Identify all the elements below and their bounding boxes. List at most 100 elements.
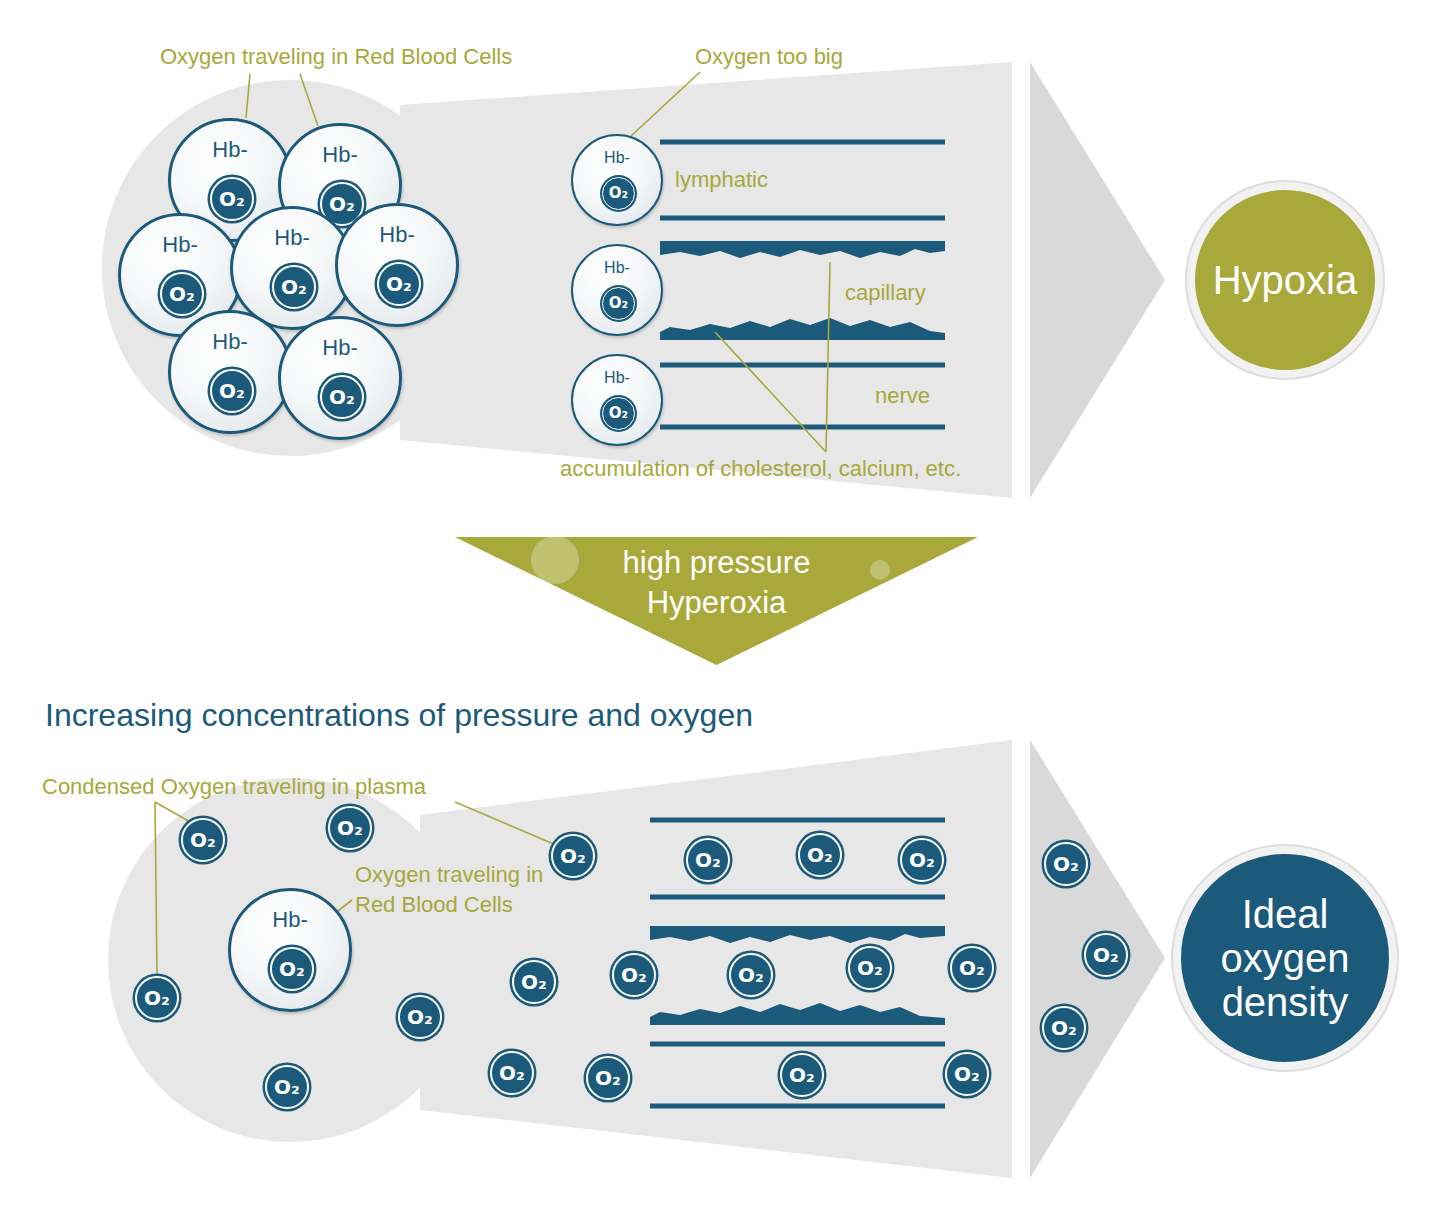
red-blood-cell: Hb-O₂: [335, 203, 459, 327]
lymphatic-wall: [660, 140, 945, 145]
node-text: O₂: [609, 296, 628, 311]
oxygen-molecule: O₂: [135, 976, 179, 1020]
section-heading: Increasing concentrations of pressure an…: [45, 696, 753, 734]
red-blood-cell: Hb-O₂: [278, 316, 402, 440]
node-text: O₂: [1051, 1018, 1077, 1038]
oxygen-molecule: O₂: [320, 375, 364, 419]
oxygen-molecule: O₂: [210, 369, 254, 413]
panel-bulb: [108, 778, 472, 1142]
lymphatic-wall: [660, 216, 945, 221]
node-text: O₂: [386, 274, 412, 294]
node-text: Hb-: [171, 329, 289, 355]
node-text: Hb-: [573, 368, 661, 387]
capillary-deposit: [650, 1003, 945, 1025]
node-text: O₂: [144, 988, 170, 1008]
node-text: O₂: [609, 406, 628, 421]
oxygen-molecule: O₂: [729, 953, 773, 997]
lymphatic-wall: [650, 818, 945, 823]
panel-arrow: [1030, 740, 1165, 1178]
leader-line: [300, 74, 318, 126]
oxygen-molecule: O₂: [602, 177, 635, 210]
oxygen-molecule: O₂: [551, 834, 595, 878]
leader-line: [246, 74, 250, 118]
node-text: O₂: [190, 830, 216, 850]
node-text: O₂: [337, 818, 363, 838]
capillary-deposit: [650, 926, 945, 943]
callout-label: accumulation of cholesterol, calcium, et…: [560, 456, 961, 482]
node-text: Hb-: [281, 142, 399, 168]
node-text: Hypoxia: [1213, 258, 1358, 302]
node-text: high pressure Hyperoxia: [587, 537, 847, 623]
node-text: Hb-: [233, 225, 351, 251]
red-blood-cell: Hb- O₂: [571, 244, 663, 336]
callout-label: Condensed Oxygen traveling in plasma: [42, 774, 426, 800]
callout-label: Oxygen traveling in Red Blood Cells: [160, 44, 512, 70]
callout-label: Oxygen too big: [695, 44, 843, 70]
node-text: O₂: [329, 194, 355, 214]
node-text: O₂: [595, 1068, 621, 1088]
oxygen-molecule: O₂: [900, 838, 944, 882]
callout-label: capillary: [845, 280, 926, 306]
red-blood-cell: Hb- O₂: [168, 310, 292, 434]
leader-line: [630, 72, 700, 137]
red-blood-cell: Hb- O₂: [571, 134, 663, 226]
node-text: O₂: [959, 958, 985, 978]
oxygen-molecule: O₂: [181, 818, 225, 862]
oxygen-molecule: O₂: [512, 960, 556, 1004]
node-text: O₂: [169, 284, 195, 304]
result-circle: Ideal oxygen density: [1173, 846, 1397, 1070]
node-text: O₂: [857, 958, 883, 978]
panel-funnel: [420, 740, 1012, 1178]
node-text: Hb-: [171, 137, 289, 163]
triangle-fill: [455, 537, 978, 665]
nerve-wall: [660, 363, 945, 368]
leader-line: [155, 802, 192, 823]
panel-funnel: [400, 62, 1012, 498]
node-text: O₂: [329, 387, 355, 407]
oxygen-molecule: O₂: [160, 272, 204, 316]
oxygen-molecule: O₂: [602, 287, 635, 320]
oxygen-molecule: O₂: [328, 806, 372, 850]
leader-line: [455, 802, 556, 845]
oxygen-molecule: O₂: [798, 833, 842, 877]
node-text: O₂: [219, 189, 245, 209]
capillary-deposit: [660, 318, 945, 340]
oxygen-molecule: O₂: [848, 946, 892, 990]
oxygen-molecule: O₂: [602, 397, 635, 430]
leader-line: [715, 332, 826, 452]
callout-label: lymphatic: [675, 167, 768, 193]
node-text: Hb-: [573, 258, 661, 277]
oxygen-molecule: O₂: [377, 262, 421, 306]
node-text: O₂: [609, 186, 628, 201]
node-text: Hb-: [231, 907, 349, 933]
callout-label: nerve: [875, 383, 930, 409]
leader-line: [338, 900, 352, 911]
node-text: Hb-: [121, 232, 239, 258]
oxygen-molecule: O₂: [945, 1052, 989, 1096]
node-text: O₂: [1093, 945, 1119, 965]
panel-arrow: [1030, 62, 1165, 498]
node-text: O₂: [954, 1064, 980, 1084]
node-text: O₂: [695, 850, 721, 870]
oxygen-molecule: O₂: [272, 265, 316, 309]
oxygen-molecule: O₂: [780, 1053, 824, 1097]
leader-lines: [155, 72, 830, 974]
nerve-wall: [650, 1042, 945, 1047]
oxygen-molecule: O₂: [1042, 1006, 1086, 1050]
node-text: O₂: [219, 381, 245, 401]
lymphatic-wall: [650, 895, 945, 900]
node-text: Hb-: [573, 148, 661, 167]
node-text: Ideal oxygen density: [1210, 892, 1360, 1024]
oxygen-molecule: O₂: [612, 953, 656, 997]
red-blood-cell: Hb- O₂: [228, 888, 352, 1012]
oxygen-molecule: O₂: [686, 838, 730, 882]
oxygen-molecule: O₂: [398, 995, 442, 1039]
oxygen-molecule: O₂: [490, 1051, 534, 1095]
node-text: O₂: [279, 959, 305, 979]
red-blood-cell: Hb- O₂: [571, 354, 663, 446]
oxygen-molecule: O₂: [270, 947, 314, 991]
result-circle: Hypoxia: [1187, 182, 1383, 378]
leader-line: [155, 802, 157, 974]
oxygen-molecule: O₂: [210, 177, 254, 221]
